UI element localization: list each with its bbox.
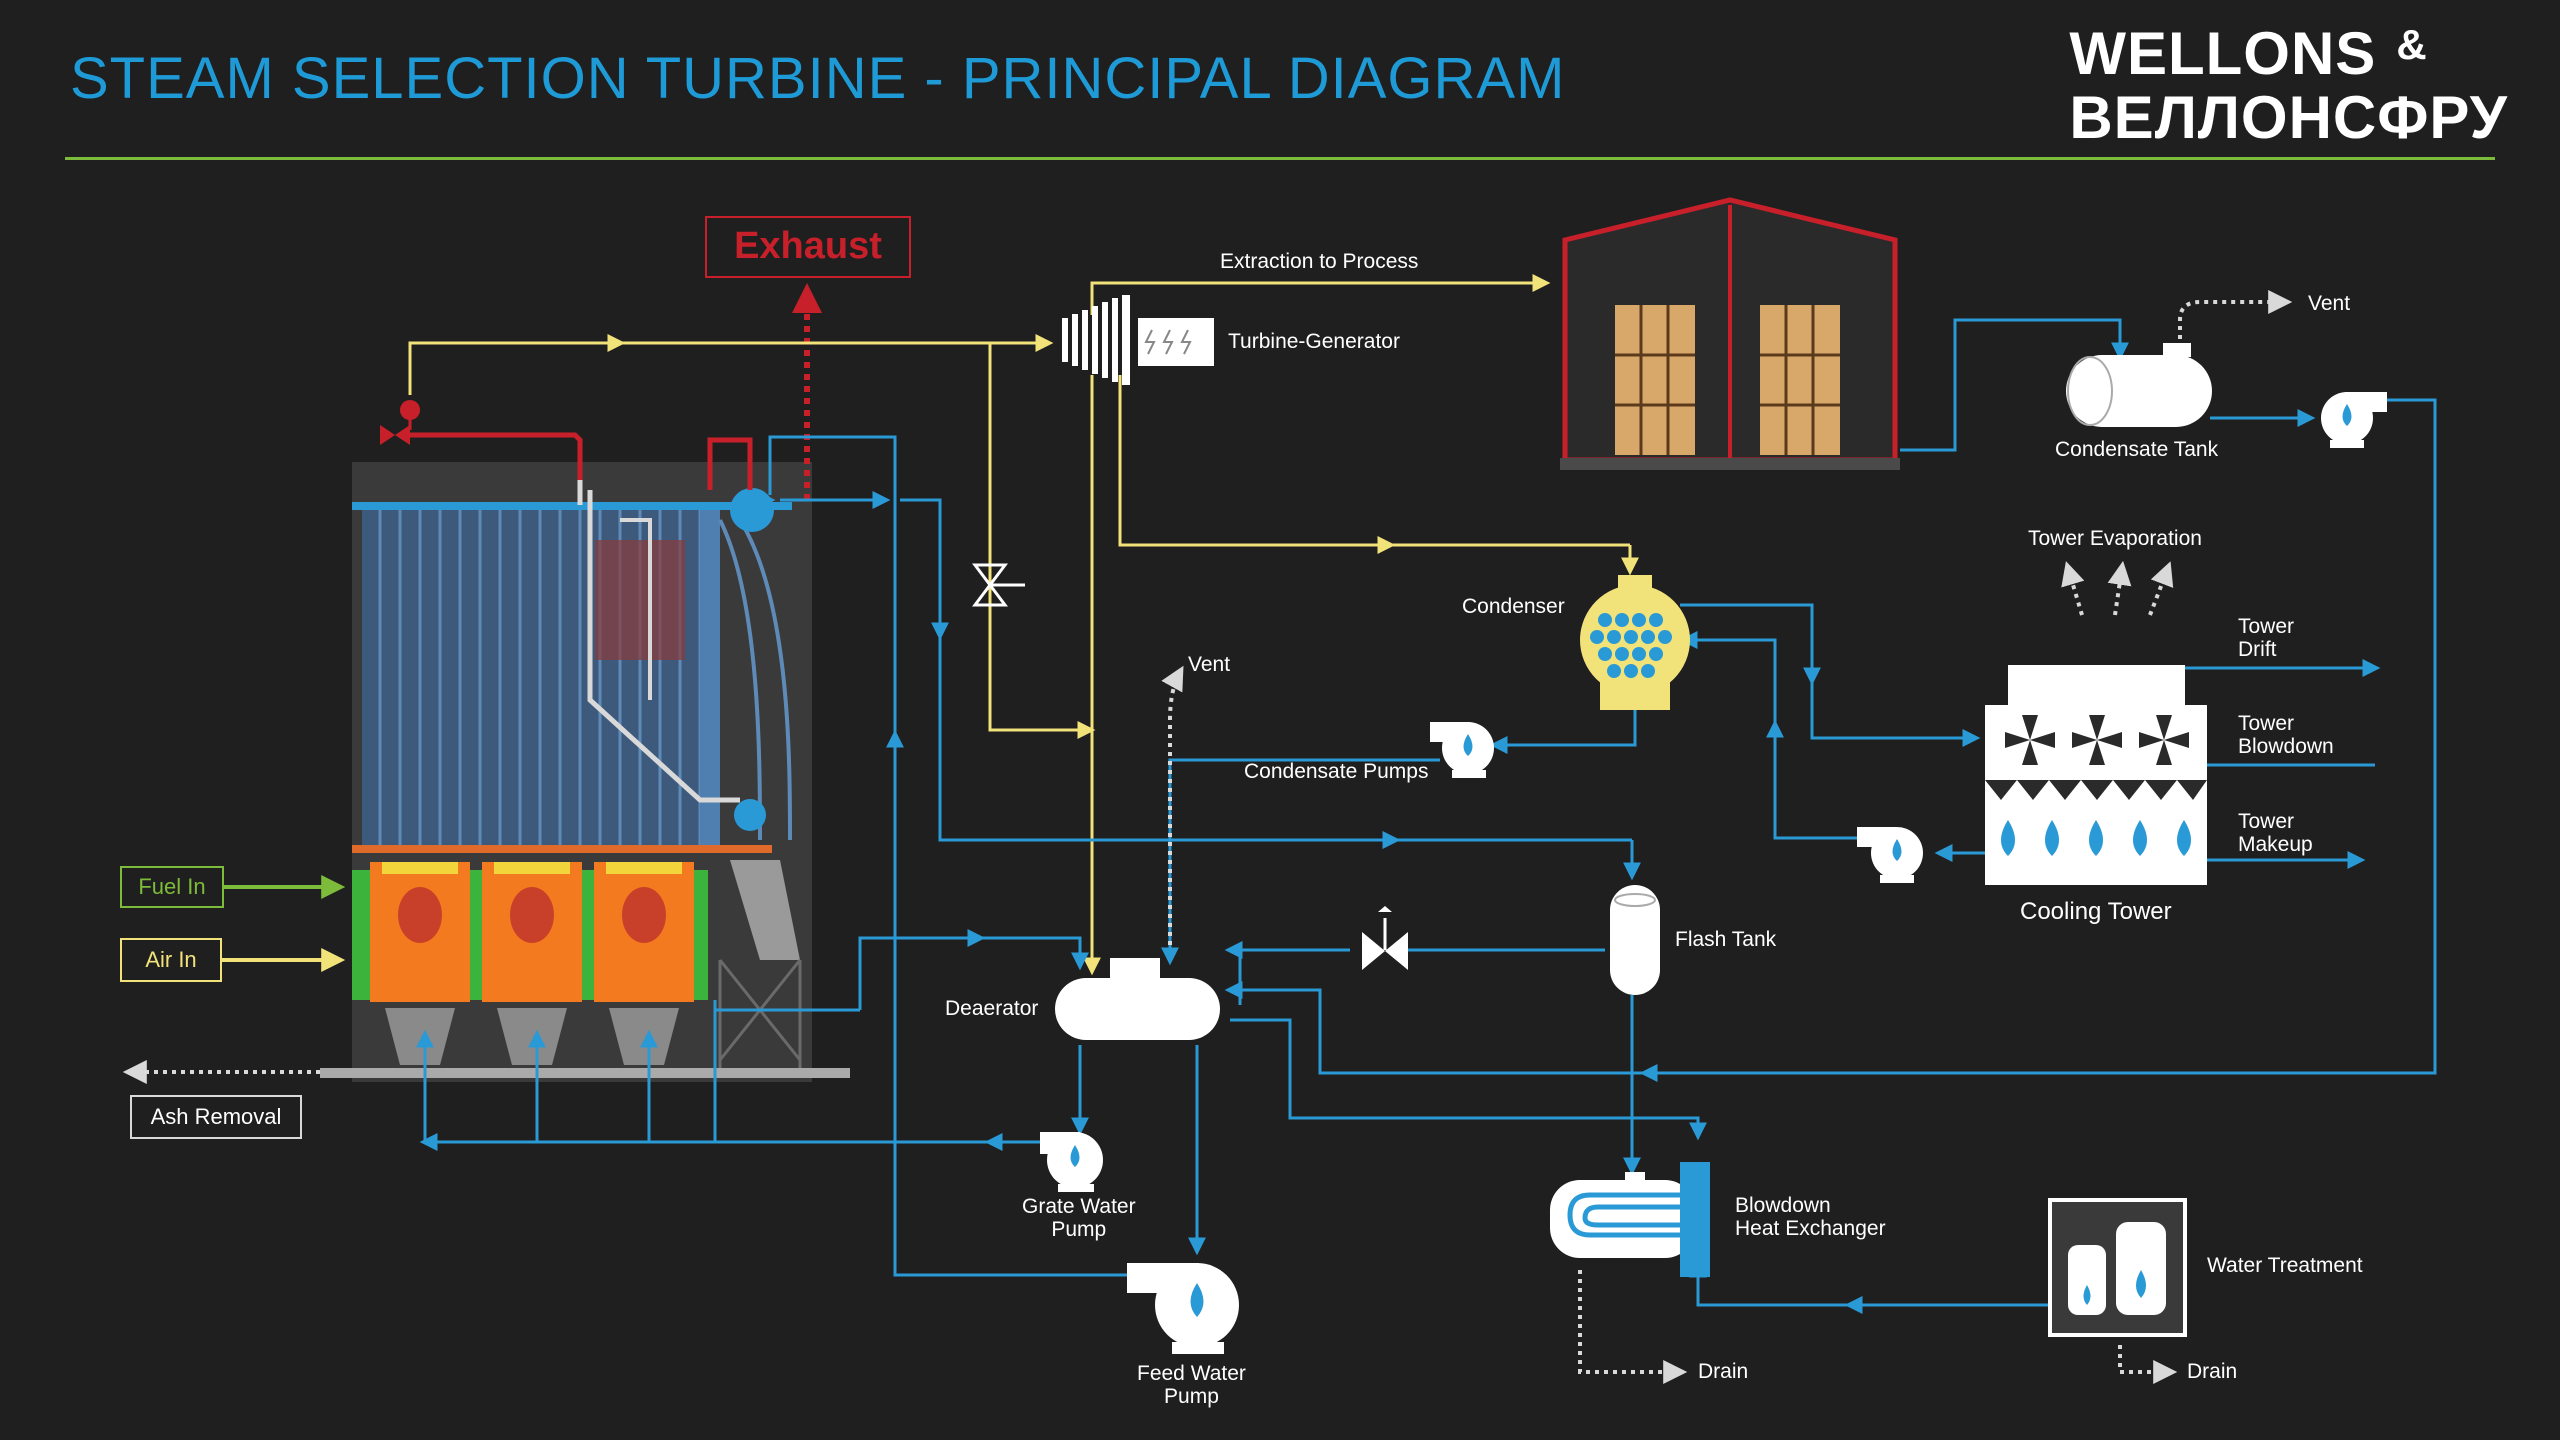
logo-line-2: ВЕЛЛОНСФРУ: [2069, 84, 2508, 151]
cooling-tower-label: Cooling Tower: [2020, 898, 2172, 925]
condenser-icon: [1580, 575, 1690, 710]
drain-label-2: Drain: [2187, 1360, 2238, 1383]
pump-icon: [2321, 392, 2387, 448]
water-treatment-icon: [2048, 1198, 2187, 1337]
blowdown-hx-line-2: Heat Exchanger: [1735, 1217, 1886, 1240]
water-treatment-label: Water Treatment: [2207, 1254, 2363, 1277]
tower-blowdown-line-2: Blowdown: [2238, 735, 2334, 758]
tower-makeup-line-1: Tower: [2238, 810, 2295, 833]
feed-water-pump-line-2: Pump: [1164, 1385, 1219, 1408]
tower-drift-line-1: Tower: [2238, 615, 2295, 638]
pump-icon: [1430, 722, 1494, 778]
condensate-tank-icon: [2066, 343, 2212, 427]
steam-lines: [408, 274, 1639, 976]
exhaust-label: Exhaust: [705, 216, 911, 278]
pump-icon: [1857, 827, 1923, 883]
tower-evaporation-label: Tower Evaporation: [2028, 527, 2202, 550]
cooling-tower-icon: [1985, 665, 2207, 885]
drain-label-1: Drain: [1698, 1360, 1749, 1383]
fan-icon: [2005, 715, 2189, 765]
feed-water-pump-line-1: Feed Water: [1137, 1362, 1246, 1385]
extraction-label: Extraction to Process: [1220, 250, 1419, 273]
turbine-icon: [1062, 295, 1130, 385]
logo-line-1: WELLONS: [2069, 20, 2377, 87]
page-title: STEAM SELECTION TURBINE - PRINCIPAL DIAG…: [70, 46, 1566, 111]
condenser-label: Condenser: [1462, 595, 1565, 618]
deaerator-icon: [1055, 958, 1220, 1040]
tower-makeup-line-2: Makeup: [2238, 833, 2313, 856]
process-building-icon: [1560, 197, 1900, 470]
air-in-label: Air In: [120, 938, 222, 982]
tower-drift-line-2: Drift: [2238, 638, 2277, 661]
blowdown-hx-line-1: Blowdown: [1735, 1194, 1831, 1217]
vent-label-top: Vent: [2308, 292, 2351, 315]
valve-icon: [1362, 906, 1408, 970]
water-lines: [416, 318, 2437, 1314]
steam-valve-icon: [380, 400, 583, 505]
company-logo: WELLONS& ВЕЛЛОНСФРУ: [2069, 24, 2508, 148]
flash-tank-label: Flash Tank: [1675, 928, 1777, 951]
logo-ampersand: &: [2396, 21, 2427, 68]
grate-water-pump-line-2: Pump: [1051, 1218, 1107, 1241]
condensate-tank-label: Condensate Tank: [2055, 438, 2219, 461]
ash-removal-label: Ash Removal: [130, 1095, 302, 1139]
boiler-icon: [320, 437, 850, 1082]
grate-water-pump-line-1: Grate Water: [1022, 1195, 1136, 1218]
pump-icon: [1127, 1263, 1239, 1354]
title-divider: [65, 157, 2495, 160]
fuel-in-label: Fuel In: [120, 866, 224, 908]
heat-exchanger-icon: [1550, 1162, 1710, 1277]
condensate-pumps-label: Condensate Pumps: [1244, 760, 1429, 783]
bypass-valve-icon: [972, 563, 1025, 607]
turbine-generator-label: Turbine-Generator: [1228, 330, 1400, 353]
vent-label-deaerator: Vent: [1188, 653, 1231, 676]
tower-blowdown-line-1: Tower: [2238, 712, 2295, 735]
pump-icon: [1040, 1132, 1103, 1192]
deaerator-label: Deaerator: [945, 997, 1039, 1020]
flash-tank-icon: [1610, 885, 1660, 995]
generator-icon: [1138, 318, 1214, 366]
vent-drain-lines: [122, 290, 2293, 1384]
